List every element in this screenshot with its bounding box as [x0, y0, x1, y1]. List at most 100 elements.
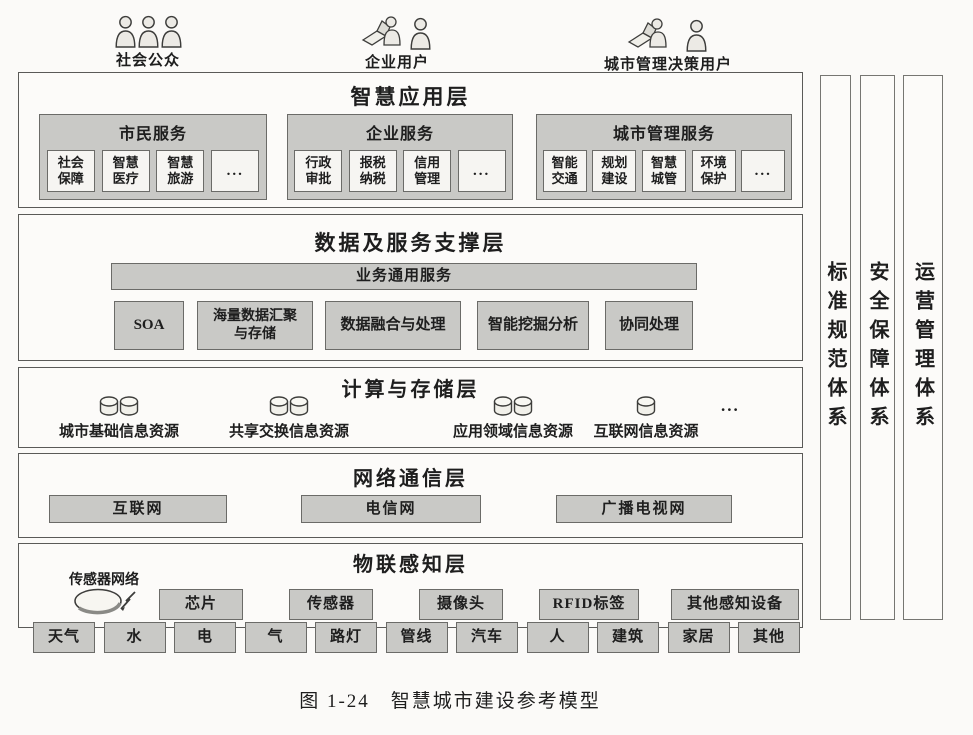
laptop-user-icon	[627, 18, 667, 48]
ellipsis-box: ...	[457, 150, 506, 192]
common-business-services-bar: 业务通用服务	[111, 263, 697, 290]
pillar-security-label: 安全保障体系	[866, 260, 888, 435]
service-box: 环境保护	[691, 150, 736, 192]
public-users-icons	[98, 10, 198, 48]
person-icon	[409, 17, 431, 50]
user-group-public: 社会公众	[98, 10, 198, 70]
person-icon	[160, 15, 182, 48]
database-icons	[576, 393, 716, 419]
service-box: 智能交通	[542, 150, 587, 192]
mining-analysis-label: 智能挖掘分析	[487, 317, 578, 334]
citizen-services-title: 市民服务	[118, 126, 187, 143]
rfid-box: RFID标签	[539, 589, 639, 620]
compute-storage-layer: 计算与存储层 城市基础信息资源	[18, 367, 803, 448]
more-resources-ellipsis: ...	[721, 396, 740, 415]
object-box: 建筑	[597, 622, 659, 653]
sensed-objects-row: 天气 水 电 气 路灯 管线 汽车 人 建筑 家居 其他	[33, 622, 800, 653]
resource-label: 城市基础信息资源	[58, 424, 179, 440]
enterprise-services-title: 企业服务	[365, 126, 434, 143]
mass-data-box: 海量数据汇聚与存储	[197, 301, 313, 350]
service-box-label: 环境保护	[700, 154, 727, 186]
object-box: 汽车	[456, 622, 518, 653]
user-group-enterprise: 企业用户	[337, 12, 457, 72]
ellipsis-box: ...	[741, 150, 786, 192]
application-layer-title: 智慧应用层	[350, 85, 471, 109]
person-icon	[137, 15, 159, 48]
user-group-decision: 城市管理决策用户	[588, 14, 748, 74]
figure-caption: 图 1-24 智慧城市建设参考模型	[299, 691, 601, 712]
enterprise-users-icons	[337, 12, 457, 50]
city-management-services-title: 城市管理服务	[612, 126, 715, 143]
data-service-layer-title: 数据及服务支撑层	[314, 231, 507, 255]
database-icon	[493, 396, 513, 416]
data-fusion-box: 数据融合与处理	[325, 301, 461, 350]
object-box: 人	[526, 622, 589, 653]
resource-label: 互联网信息资源	[593, 424, 699, 440]
internet-box: 互联网	[49, 495, 227, 523]
service-box: 行政审批	[294, 150, 343, 192]
service-box-label: 行政审批	[305, 154, 332, 186]
database-icon	[513, 396, 533, 416]
sensor-box: 传感器	[289, 589, 373, 620]
service-box: 信用管理	[403, 150, 452, 192]
ellipsis-label: ...	[754, 162, 772, 179]
resource-group: 互联网信息资源	[576, 393, 716, 441]
object-box: 路灯	[315, 622, 377, 653]
mass-data-label: 海量数据汇聚与存储	[212, 309, 297, 342]
pillar-operations: 运营管理体系	[903, 75, 943, 620]
object-box: 管线	[385, 622, 448, 653]
service-box-label: 报税纳税	[359, 154, 386, 186]
pillar-security: 安全保障体系	[860, 75, 895, 620]
service-box-label: 智慧医疗	[112, 154, 139, 186]
service-box-label: 社会保障	[57, 154, 84, 186]
object-box: 天气	[33, 622, 95, 653]
ellipsis-label: ...	[472, 162, 491, 179]
network-layer: 网络通信层 互联网 电信网 广播电视网	[18, 453, 803, 538]
service-box: 规划建设	[592, 150, 637, 192]
citizen-services-panel: 市民服务 社会保障 智慧医疗 智慧旅游 ...	[39, 114, 267, 200]
resource-group: 共享交换信息资源	[209, 393, 369, 441]
service-box-label: 规划建设	[601, 154, 628, 186]
database-icon	[289, 396, 309, 416]
sensor-network-icon	[74, 588, 136, 615]
public-users-label: 社会公众	[115, 53, 180, 69]
collaboration-box: 协同处理	[605, 301, 693, 350]
object-box: 其他	[738, 622, 800, 653]
laptop-user-icon	[361, 16, 401, 46]
ellipsis-label: ...	[226, 162, 244, 179]
database-icons	[39, 393, 199, 419]
service-box: 社会保障	[46, 150, 95, 192]
service-box: 智慧城管	[641, 150, 686, 192]
person-icon	[114, 15, 136, 48]
application-layer: 智慧应用层 市民服务 社会保障 智慧医疗 智慧旅游 ... 企业服务 行政审批 …	[18, 72, 803, 208]
pillar-standards: 标准规范体系	[820, 75, 851, 620]
service-box: 报税纳税	[348, 150, 397, 192]
telecom-box: 电信网	[301, 495, 481, 523]
resource-label: 共享交换信息资源	[228, 424, 349, 440]
data-service-layer: 数据及服务支撑层 业务通用服务 SOA 海量数据汇聚与存储 数据融合与处理 智能…	[18, 214, 803, 361]
pillar-standards-label: 标准规范体系	[824, 260, 846, 435]
database-icon	[269, 396, 289, 416]
object-box: 家居	[667, 622, 730, 653]
person-icon	[685, 19, 707, 52]
compute-storage-layer-title: 计算与存储层	[341, 379, 480, 401]
service-box-label: 智慧旅游	[167, 154, 194, 186]
service-box-label: 智慧城管	[650, 154, 677, 186]
collaboration-label: 协同处理	[618, 317, 679, 334]
camera-box: 摄像头	[419, 589, 503, 620]
soa-box: SOA	[114, 301, 184, 350]
pillar-operations-label: 运营管理体系	[911, 260, 934, 435]
database-icons	[433, 393, 593, 419]
database-icons	[209, 393, 369, 419]
other-devices-box: 其他感知设备	[671, 589, 799, 620]
resource-label: 应用领域信息资源	[452, 424, 573, 440]
database-icon	[636, 396, 656, 416]
network-layer-title: 网络通信层	[353, 468, 468, 490]
city-management-services-panel: 城市管理服务 智能交通 规划建设 智慧城管 环境保护 ...	[536, 114, 792, 200]
resource-group: 城市基础信息资源	[39, 393, 199, 441]
perception-layer-title: 物联感知层	[353, 554, 468, 576]
enterprise-users-label: 企业用户	[364, 55, 429, 71]
broadcast-tv-box: 广播电视网	[556, 495, 732, 523]
sensor-network-label: 传感器网络	[69, 573, 139, 588]
